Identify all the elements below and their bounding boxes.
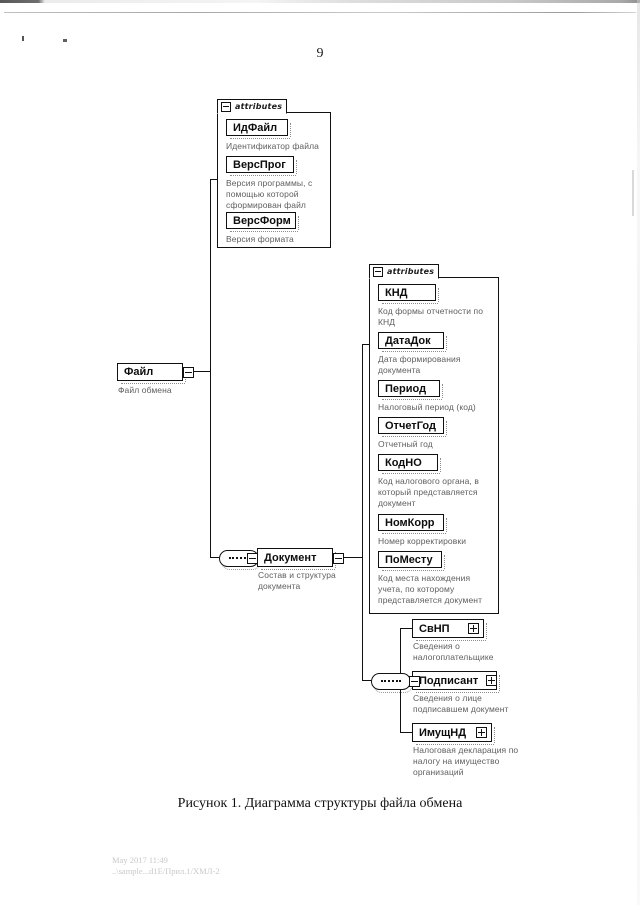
attribute-period-description: Налоговый период (код) bbox=[378, 402, 476, 412]
scan-artifact-top-line bbox=[4, 12, 636, 13]
scan-speck bbox=[63, 39, 67, 42]
attribute-versprog-description: Версия программы, с помощью которой сфор… bbox=[226, 178, 313, 210]
attribute-nomkorr-label: НомКорр bbox=[385, 516, 435, 529]
attribute-versform-label: ВерсФорм bbox=[233, 214, 291, 227]
page-number: 9 bbox=[316, 46, 324, 61]
edge-spine-to-document-attributes bbox=[362, 344, 370, 345]
edge-fajl-spine bbox=[210, 179, 211, 557]
node-svnp-label: СвНП bbox=[419, 622, 450, 635]
node-dokument-collapse-toggle[interactable] bbox=[333, 553, 344, 564]
node-svnp-description: Сведения о налогоплательщике bbox=[413, 641, 494, 662]
edge-spine-to-document-seq bbox=[210, 557, 219, 558]
attribute-otchetgod[interactable]: ОтчетГод bbox=[378, 417, 447, 437]
edge-spine-to-imushnd bbox=[400, 732, 412, 733]
attribute-versprog[interactable]: ВерсПрог bbox=[226, 156, 297, 176]
root-attributes-tab[interactable]: attributes bbox=[217, 99, 287, 114]
node-dokument[interactable]: Документ bbox=[257, 548, 336, 570]
attributes-tab-label: attributes bbox=[235, 102, 283, 111]
edge-spine-to-children-seq bbox=[362, 680, 371, 681]
node-podpisant-expand-icon[interactable] bbox=[486, 675, 498, 686]
attribute-pomestu[interactable]: ПоМесту bbox=[378, 551, 445, 571]
node-podpisant-label: Подписант bbox=[419, 674, 479, 687]
node-dokument-description: Состав и структура документа bbox=[258, 570, 336, 591]
attribute-knd-label: КНД bbox=[385, 286, 408, 299]
node-dokument-label: Документ bbox=[264, 551, 317, 564]
node-podpisant[interactable]: Подписант bbox=[412, 671, 500, 693]
node-imushnd-description: Налоговая декларация по налогу на имущес… bbox=[413, 745, 519, 777]
node-svnp-expand-icon[interactable] bbox=[468, 623, 479, 634]
node-imushnd[interactable]: ИмущНД bbox=[412, 723, 495, 745]
attribute-period[interactable]: Период bbox=[378, 380, 443, 400]
scan-speck bbox=[22, 36, 24, 41]
attribute-versform-description: Версия формата bbox=[226, 234, 294, 244]
children-sequence-indicator[interactable] bbox=[371, 673, 411, 690]
attribute-kodno-description: Код налогового органа, в который предста… bbox=[378, 476, 479, 508]
attribute-nomkorr-description: Номер корректировки bbox=[378, 536, 467, 546]
attribute-pomestu-description: Код места нахождения учета, по которому … bbox=[378, 573, 483, 605]
scan-artifact-top-edge bbox=[0, 0, 640, 3]
attribute-idfajl[interactable]: ИдФайл bbox=[226, 119, 291, 139]
attribute-nomkorr[interactable]: НомКорр bbox=[378, 514, 447, 534]
document-attributes-box: attributes КНД Код формы отчетности по К… bbox=[369, 264, 499, 614]
collapse-minus-icon[interactable] bbox=[373, 266, 383, 277]
children-sequence-toggle[interactable] bbox=[409, 676, 420, 687]
edge-document-spine bbox=[362, 344, 363, 680]
attributes-tab-label: attributes bbox=[387, 267, 435, 276]
page-footer: May 2017 11:49 ..\sample...d1E/Прил.1/ХМ… bbox=[112, 855, 220, 876]
attribute-datadok-label: ДатаДок bbox=[385, 334, 431, 347]
edge-spine-to-root-attributes bbox=[210, 179, 218, 180]
document-attributes-tab[interactable]: attributes bbox=[369, 264, 439, 279]
attribute-datadok-description: Дата формирования документа bbox=[378, 354, 461, 375]
attribute-versform[interactable]: ВерсФорм bbox=[226, 212, 299, 232]
edge-document-to-spine bbox=[342, 557, 362, 558]
node-podpisant-description: Сведения о лице подписавшем документ bbox=[413, 693, 509, 714]
node-fajl-label: Файл bbox=[124, 366, 154, 378]
document-sequence-toggle[interactable] bbox=[247, 553, 258, 564]
attribute-idfajl-label: ИдФайл bbox=[233, 121, 278, 134]
collapse-minus-icon[interactable] bbox=[221, 101, 231, 112]
edge-spine-to-svnp bbox=[400, 628, 412, 629]
attribute-period-label: Период bbox=[385, 382, 427, 395]
attribute-otchetgod-label: ОтчетГод bbox=[385, 419, 436, 432]
node-fajl-collapse-toggle[interactable] bbox=[183, 367, 194, 378]
attribute-datadok[interactable]: ДатаДок bbox=[378, 332, 447, 352]
edge-fajl-to-spine bbox=[192, 371, 210, 372]
attribute-knd-description: Код формы отчетности по КНД bbox=[378, 306, 484, 327]
xsd-structure-diagram: Файл Файл обмена attributes ИдФайл Идент… bbox=[117, 99, 519, 777]
attribute-otchetgod-description: Отчетный год bbox=[378, 439, 433, 449]
node-svnp[interactable]: СвНП bbox=[412, 619, 487, 641]
scan-artifact-right-mark bbox=[632, 170, 634, 216]
node-fajl[interactable]: Файл bbox=[117, 363, 186, 384]
attribute-knd[interactable]: КНД bbox=[378, 284, 439, 304]
root-attributes-box: attributes ИдФайл Идентификатор файла Ве… bbox=[217, 99, 331, 248]
attribute-idfajl-description: Идентификатор файла bbox=[226, 141, 319, 151]
attribute-kodno-label: КодНО bbox=[385, 456, 422, 469]
attribute-versprog-label: ВерсПрог bbox=[233, 158, 286, 171]
node-imushnd-label: ИмущНД bbox=[419, 726, 467, 739]
node-fajl-description: Файл обмена bbox=[118, 385, 172, 395]
figure-caption: Рисунок 1. Диаграмма структуры файла обм… bbox=[177, 796, 463, 811]
node-imushnd-expand-icon[interactable] bbox=[476, 727, 487, 738]
scan-artifact-right-edge bbox=[637, 0, 640, 905]
attribute-pomestu-label: ПоМесту bbox=[385, 553, 433, 566]
attribute-kodno[interactable]: КодНО bbox=[378, 454, 441, 474]
